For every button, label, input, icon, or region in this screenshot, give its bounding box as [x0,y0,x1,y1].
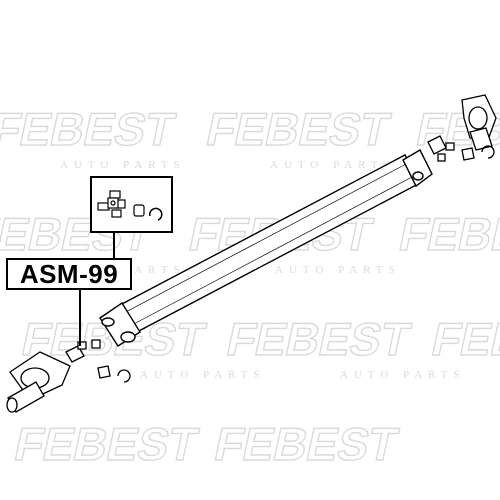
front-stub-end [6,397,18,413]
rear-joint-cap [437,153,446,162]
watermark-tagline: AUTO PARTS [60,159,186,171]
rear-flange-assembly [427,94,497,162]
bearing-cup [133,204,145,217]
front-flange-assembly [6,339,131,413]
watermark-tagline: AUTO PARTS [140,369,266,381]
watermark-logo: FEBEST [0,103,179,154]
spider-grease-nipple [110,200,116,206]
spider-trunnion [97,202,110,211]
shaft-tube-highlight [129,175,415,327]
watermark-logo: FEBEST [395,208,500,259]
rear-snap-ring [481,145,495,159]
leader-lines [79,232,115,346]
callout-detail [90,176,173,233]
watermark-tagline-layer: AUTO PARTS AUTO PARTS AUTO PARTS AUTO PA… [60,159,466,381]
front-joint-cap [91,339,101,349]
front-yoke-bore [120,331,136,343]
front-universal-joint [65,345,85,363]
watermark-logo: FEBEST [427,313,500,364]
watermark-layer: FEBEST FEBEST FEBEST FEBEST FEBEST FEBES… [0,103,500,471]
watermark-logo: FEBEST [202,103,394,154]
rear-yoke [402,149,433,188]
rear-yoke-bore [412,171,424,181]
watermark-tagline: AUTO PARTS [275,264,401,276]
rear-flange-hub [468,106,488,130]
spider-trunnion [109,190,121,199]
rear-flange-ear [469,127,493,151]
front-joint-cap [77,341,87,350]
rear-bearing-cup [461,147,475,161]
shaft-tube-highlight [123,162,409,314]
watermark-tagline: AUTO PARTS [270,159,396,171]
part-number-label: ASM-99 [6,258,132,290]
rear-joint-cap [445,142,455,151]
front-bearing-cup [97,365,111,379]
watermark-logo: FEBEST [210,418,402,469]
snap-ring [149,207,163,221]
front-yoke-ear [101,317,115,327]
watermark-logo: FEBEST [222,313,414,364]
watermark-tagline: AUTO PARTS [340,369,466,381]
propeller-shaft [99,149,433,347]
universal-joint-spider [97,190,126,218]
front-snap-ring [117,369,131,383]
watermark-logo: FEBEST [10,418,202,469]
spider-trunnion [111,209,122,218]
